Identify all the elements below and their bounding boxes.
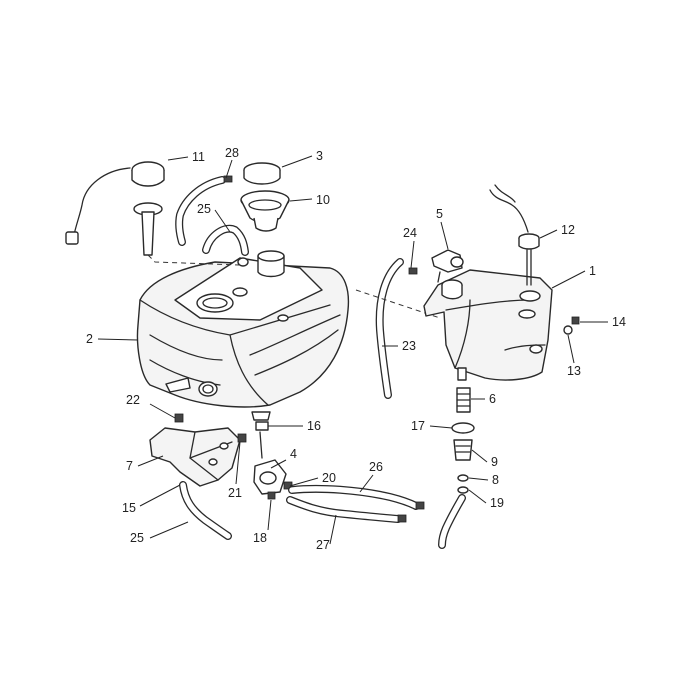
fuel-strainer xyxy=(240,190,290,232)
level-sender-12 xyxy=(489,184,540,286)
callout-28: 28 xyxy=(225,146,239,160)
callout-26: 26 xyxy=(369,460,383,474)
fuel-level-sender xyxy=(65,161,241,266)
callout-14: 14 xyxy=(612,315,626,329)
hose-23 xyxy=(375,258,418,399)
callout-19: 19 xyxy=(490,496,504,510)
vent-hose-28 xyxy=(175,175,233,246)
vent-hose-25-upper xyxy=(202,224,249,256)
callout-5: 5 xyxy=(436,207,443,221)
callout-13: 13 xyxy=(567,364,581,378)
callout-4: 4 xyxy=(290,447,297,461)
callout-7: 7 xyxy=(126,459,133,473)
fuel-hoses-26-27 xyxy=(286,484,425,523)
callout-9: 9 xyxy=(491,455,498,469)
callout-25-lower: 25 xyxy=(130,531,144,545)
fuel-cap xyxy=(243,162,281,185)
fuel-tap xyxy=(253,421,293,500)
callout-1: 1 xyxy=(589,264,596,278)
callout-16: 16 xyxy=(307,419,321,433)
callout-8: 8 xyxy=(492,473,499,487)
callout-18: 18 xyxy=(253,531,267,545)
callout-27: 27 xyxy=(316,538,330,552)
callout-23: 23 xyxy=(402,339,416,353)
fuel-tank xyxy=(136,250,350,421)
callout-11: 11 xyxy=(192,150,205,164)
callout-10: 10 xyxy=(316,193,330,207)
callout-22: 22 xyxy=(126,393,140,407)
callout-6: 6 xyxy=(489,392,496,406)
callout-25-upper: 25 xyxy=(197,202,211,216)
callout-labels: 11 28 3 10 25 5 24 12 1 14 13 2 23 6 17 … xyxy=(86,146,626,552)
pump-head xyxy=(431,249,464,283)
callout-21: 21 xyxy=(228,486,242,500)
callout-24: 24 xyxy=(403,226,417,240)
auxiliary-reservoir xyxy=(423,269,553,381)
mounting-bracket xyxy=(149,413,247,487)
outlet-fittings xyxy=(438,387,475,549)
callout-17: 17 xyxy=(411,419,425,433)
drain-hose-25 xyxy=(179,481,232,540)
bolt-14 xyxy=(563,316,580,335)
callout-2: 2 xyxy=(86,332,93,346)
callout-3: 3 xyxy=(316,149,323,163)
callout-15: 15 xyxy=(122,501,136,515)
callout-12: 12 xyxy=(561,223,575,237)
leader-lines xyxy=(97,155,608,545)
callout-20: 20 xyxy=(322,471,336,485)
